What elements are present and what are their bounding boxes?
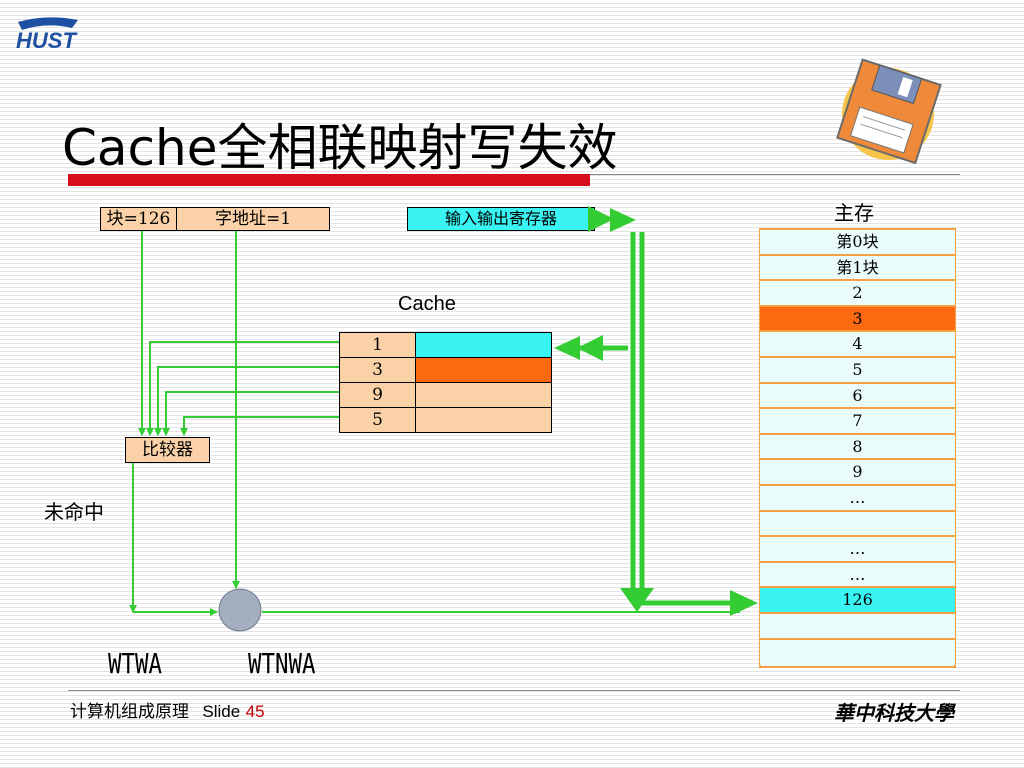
footer-rule — [68, 690, 960, 691]
memory-write-arrowhead — [730, 590, 758, 616]
io-down-arrowhead — [620, 588, 654, 612]
memory-row: 第1块 — [760, 255, 955, 282]
wtnwa-label: WTNWA — [248, 647, 316, 680]
memory-row: 126 — [760, 588, 955, 614]
memory-row: 8 — [760, 434, 955, 461]
io-right-arrowhead — [610, 208, 636, 232]
io-register: 输入输出寄存器 — [407, 207, 595, 231]
memory-row: 3 — [760, 306, 955, 333]
memory-row — [760, 639, 955, 666]
wtwa-label: WTWA — [108, 647, 162, 680]
block-address-field: 块=126 — [100, 207, 177, 231]
cache-data-5 — [415, 407, 552, 433]
write-switch — [218, 588, 262, 632]
memory-row: 第0块 — [760, 230, 955, 256]
title-rule — [590, 174, 960, 175]
page-title: Cache全相联映射写失效 — [62, 119, 618, 177]
memory-row: 7 — [760, 409, 955, 435]
memory-row: 2 — [760, 281, 955, 307]
floppy-disk-icon — [826, 56, 950, 166]
tag1-to-comparator-arrow — [146, 341, 339, 436]
tag3-to-comparator-arrow — [154, 366, 339, 436]
miss-label: 未命中 — [44, 500, 104, 524]
memory-row: … — [760, 537, 955, 563]
university-name: 華中科技大學 — [834, 701, 954, 725]
memory-row: 9 — [760, 460, 955, 486]
memory-row: 4 — [760, 332, 955, 358]
tag5-to-comparator-arrow — [180, 416, 339, 436]
memory-row: … — [760, 486, 955, 512]
title-underline — [68, 174, 590, 186]
footer: 计算机组成原理 Slide 45 — [70, 697, 265, 722]
cache-label: Cache — [398, 293, 456, 315]
course-name: 计算机组成原理 — [70, 702, 189, 722]
comparator: 比较器 — [125, 437, 210, 463]
memory-title: 主存 — [834, 201, 874, 225]
tag9-to-comparator-arrow — [162, 391, 339, 436]
memory-row: 6 — [760, 383, 955, 410]
cache-write-arrowhead — [554, 336, 580, 360]
slide-label: Slide — [202, 702, 241, 721]
memory-row — [760, 511, 955, 538]
memory-row: 5 — [760, 358, 955, 384]
word-address-field: 字地址=1 — [176, 207, 330, 231]
cache-tag-3: 3 — [339, 357, 416, 383]
slide-number: 45 — [245, 702, 265, 721]
svg-text:HUST: HUST — [16, 28, 77, 53]
hust-logo-graphic: HUST — [16, 17, 78, 53]
memory-row — [760, 614, 955, 640]
memory-row: … — [760, 562, 955, 589]
hust-logo: HUST — [12, 14, 82, 54]
